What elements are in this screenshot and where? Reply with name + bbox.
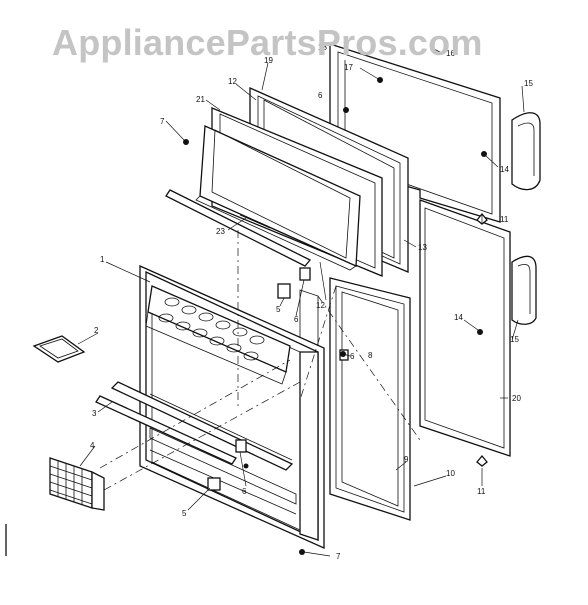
alignment-line (99, 359, 291, 469)
butter-tray (32, 335, 86, 363)
kick-grille (49, 457, 105, 511)
freezer-shelf-rail (165, 189, 312, 267)
callout-6c: 6 (350, 352, 355, 361)
callout-14a: 14 (500, 165, 509, 174)
callout-4: 4 (90, 441, 95, 450)
shelf-bar (95, 395, 237, 465)
callout-16: 16 (446, 49, 455, 58)
freezer-door-handle (511, 112, 541, 191)
callout-12b: 12 (316, 301, 325, 310)
screw-icon (183, 139, 189, 145)
screw-icon (481, 151, 487, 157)
shelf-clip (277, 283, 291, 299)
callout-7a: 7 (160, 117, 165, 126)
alignment-line (299, 285, 337, 401)
callout-6a: 6 (294, 315, 299, 324)
leader-lines (77, 47, 525, 557)
shelf-clip (299, 267, 311, 281)
callout-15b: 15 (510, 335, 519, 344)
shelf-clip (235, 439, 247, 453)
hinge-cap-icon (476, 454, 488, 467)
alignment-line (317, 295, 421, 441)
callout-20: 20 (512, 394, 521, 403)
callout-14b: 14 (454, 313, 463, 322)
callout-17: 17 (344, 63, 353, 72)
callout-19: 19 (264, 56, 273, 65)
screw-icon (299, 549, 305, 555)
fastener-icon (343, 107, 349, 113)
callout-3: 3 (92, 409, 97, 418)
callout-labels: 1 2 3 4 5 5 6 6 6 6 7 7 8 9 10 11 11 12 … (90, 43, 533, 561)
fresh-food-door-outer-panel (419, 199, 511, 457)
freezer-door-bin (195, 125, 361, 271)
callout-6b: 6 (242, 487, 247, 496)
callout-15a: 15 (524, 79, 533, 88)
callout-23: 23 (216, 227, 225, 236)
watermark-text: AppliancePartsPros.com (52, 22, 483, 63)
callout-1: 1 (100, 255, 105, 264)
fresh-food-door-handle (511, 255, 537, 325)
callout-21: 21 (196, 95, 205, 104)
callout-13: 13 (418, 243, 427, 252)
callout-6d: 6 (318, 91, 323, 100)
alignment-line (103, 381, 301, 491)
callout-18: 18 (318, 43, 327, 52)
callout-8a: 8 (368, 351, 373, 360)
callout-10: 10 (446, 469, 455, 478)
callout-9: 9 (404, 455, 409, 464)
fresh-food-door-liner (329, 277, 411, 521)
callout-12a: 12 (228, 77, 237, 86)
callout-5a: 5 (276, 305, 281, 314)
callout-2: 2 (94, 326, 99, 335)
callout-5b: 5 (182, 509, 187, 518)
screw-icon (243, 463, 249, 469)
callout-11b: 11 (500, 215, 509, 224)
door-shelf-lower (149, 427, 297, 515)
door-shelf-upper (110, 381, 294, 471)
shelf-clip (207, 477, 221, 491)
callout-7b: 7 (336, 552, 341, 561)
egg-tray (145, 285, 291, 385)
screw-icon (477, 329, 483, 335)
callout-11a: 11 (477, 487, 486, 496)
